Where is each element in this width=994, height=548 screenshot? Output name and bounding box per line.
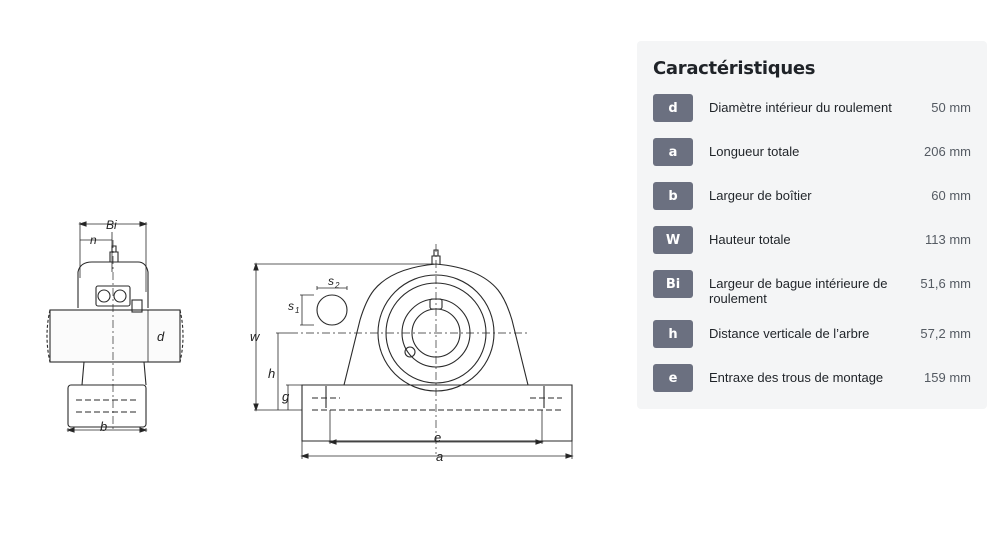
- shaft-side: [49, 309, 181, 363]
- spec-value: 159 mm: [924, 370, 971, 385]
- spec-code-badge: Bi: [653, 270, 693, 298]
- spec-label: Longueur totale: [709, 144, 800, 159]
- base-side: [67, 384, 147, 428]
- spec-code-badge: b: [653, 182, 693, 210]
- bearing-technical-drawing: Bi n d b w h g s 2 s 1 e a: [46, 218, 574, 464]
- label-s2-sub: 2: [334, 281, 340, 290]
- spec-code-badge: d: [653, 94, 693, 122]
- label-a: a: [436, 449, 443, 464]
- spec-value: 51,6 mm: [920, 276, 971, 291]
- label-e: e: [434, 430, 441, 445]
- label-s2: s: [328, 274, 334, 288]
- label-d: d: [157, 329, 165, 344]
- spec-label: Entraxe des trous de montage: [709, 370, 884, 385]
- spec-value: 206 mm: [924, 144, 971, 159]
- spec-row-d: d Diamètre intérieur du roulement 50 mm: [653, 94, 971, 124]
- label-h: h: [268, 366, 275, 381]
- specs-panel: Caractéristiques d Diamètre intérieur du…: [637, 41, 987, 409]
- pedestal-side: [77, 261, 149, 386]
- spec-label: Largeur de bague intérieure de roulement: [709, 276, 888, 306]
- spec-label: Distance verticale de l’arbre: [709, 326, 870, 341]
- label-s1-sub: 1: [295, 306, 299, 315]
- spec-code-badge: W: [653, 226, 693, 254]
- spec-row-b: b Largeur de boîtier 60 mm: [653, 182, 971, 212]
- label-w: w: [250, 329, 261, 344]
- spec-row-e: e Entraxe des trous de montage 159 mm: [653, 364, 971, 394]
- spec-label: Diamètre intérieur du roulement: [709, 100, 892, 115]
- spec-row-w: W Hauteur totale 113 mm: [653, 226, 971, 256]
- spec-code-badge: h: [653, 320, 693, 348]
- spec-row-bi: Bi Largeur de bague intérieure de roulem…: [653, 270, 971, 306]
- specs-title: Caractéristiques: [653, 58, 816, 79]
- front-view: [253, 244, 574, 459]
- mounting-hole: [316, 294, 348, 326]
- label-bi: Bi: [106, 218, 117, 232]
- label-s1: s: [288, 299, 294, 313]
- label-n: n: [90, 233, 97, 247]
- label-g: g: [282, 389, 290, 404]
- spec-label: Largeur de boîtier: [709, 188, 812, 203]
- spec-value: 57,2 mm: [920, 326, 971, 341]
- side-view: [46, 221, 184, 433]
- spec-value: 113 mm: [925, 232, 971, 247]
- spec-row-a: a Longueur totale 206 mm: [653, 138, 971, 168]
- spec-code-badge: a: [653, 138, 693, 166]
- spec-label: Hauteur totale: [709, 232, 791, 247]
- spec-row-h: h Distance verticale de l’arbre 57,2 mm: [653, 320, 971, 350]
- spec-value: 60 mm: [931, 188, 971, 203]
- spec-code-badge: e: [653, 364, 693, 392]
- label-b: b: [100, 419, 107, 434]
- spec-value: 50 mm: [931, 100, 971, 115]
